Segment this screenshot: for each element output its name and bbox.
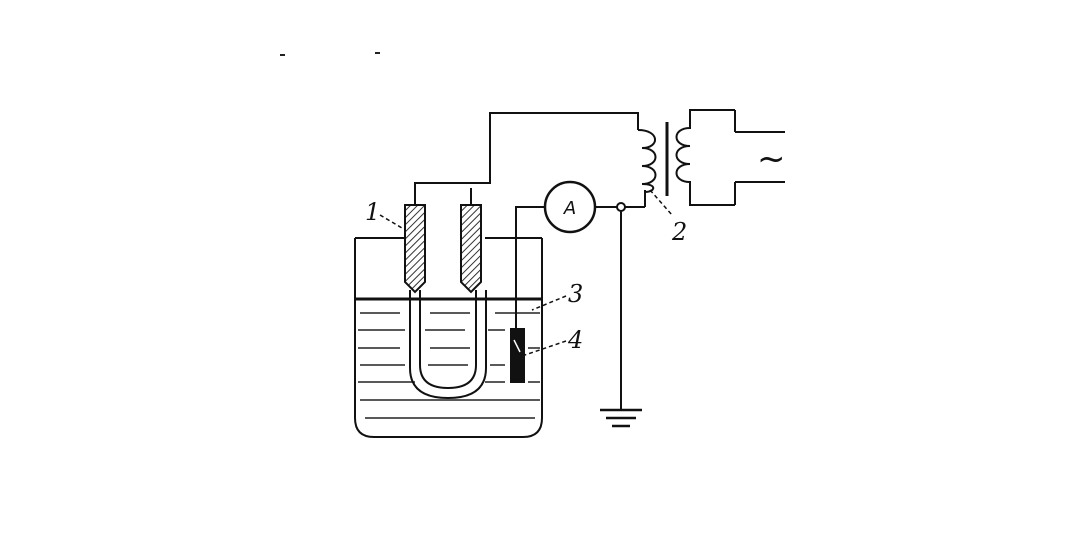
insulator-left <box>404 188 426 294</box>
stray-marks <box>280 52 380 56</box>
label-2: 2 <box>671 218 687 246</box>
circuit-wires <box>414 112 646 410</box>
ammeter: A <box>543 180 597 234</box>
label-3: 3 <box>568 280 583 308</box>
vessel <box>354 237 543 438</box>
junction-node <box>616 202 626 212</box>
ammeter-symbol: A <box>563 198 576 219</box>
leader-lines <box>379 189 673 357</box>
u-tube-electrode <box>409 290 487 400</box>
insulator-right <box>460 188 482 294</box>
ac-source-symbol: ~ <box>757 139 786 179</box>
transformer <box>637 109 785 206</box>
ground-symbol <box>600 408 642 428</box>
liquid-hatch-lines <box>358 312 540 419</box>
label-1: 1 <box>365 198 380 226</box>
label-4: 4 <box>567 326 583 354</box>
probe-electrode <box>510 328 525 383</box>
